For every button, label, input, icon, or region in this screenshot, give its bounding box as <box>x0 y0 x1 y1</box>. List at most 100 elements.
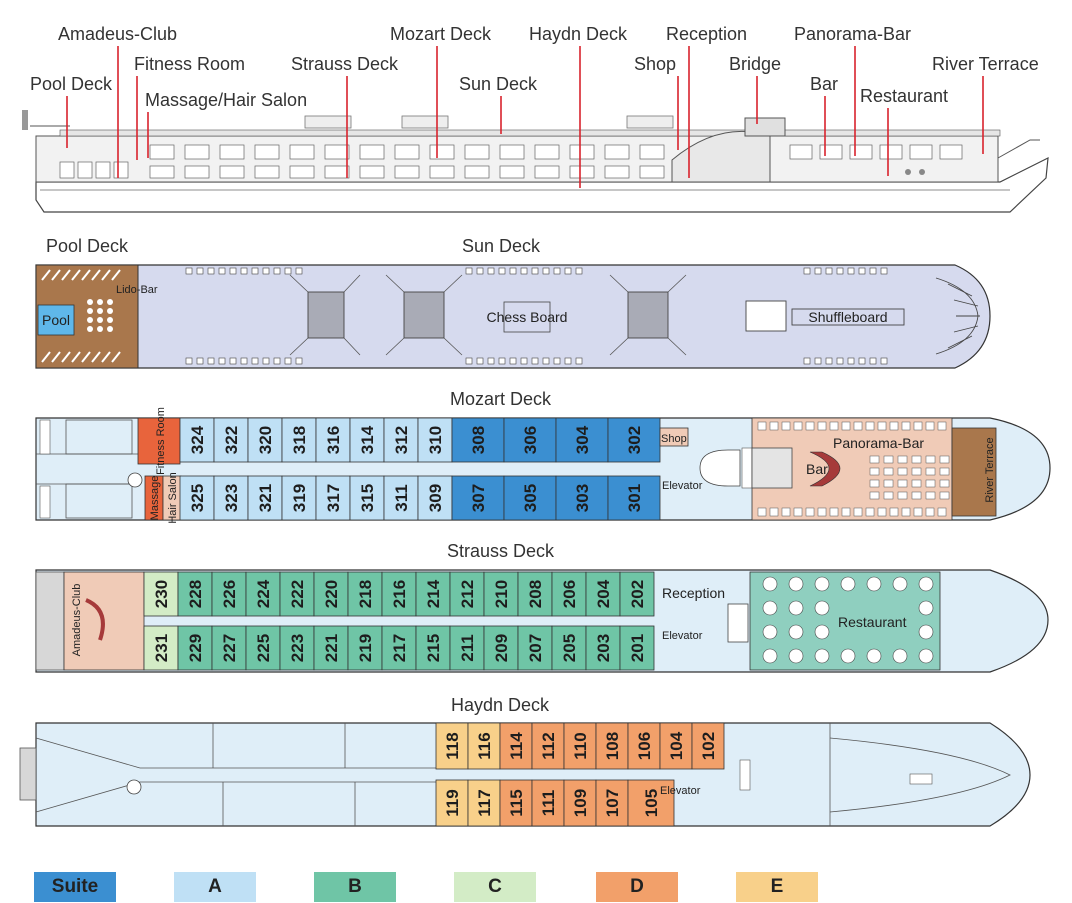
table <box>87 308 93 314</box>
cabin: 302 <box>607 417 661 463</box>
table <box>869 491 880 500</box>
cabin-number: 111 <box>539 790 558 817</box>
table <box>918 624 934 640</box>
cabin-rect <box>143 571 179 617</box>
table <box>805 421 815 431</box>
table <box>925 421 935 431</box>
lounger <box>61 269 71 281</box>
cabin-number: 230 <box>152 580 171 608</box>
cabin: 114 <box>499 722 533 770</box>
window <box>219 165 245 179</box>
cabin-number: 105 <box>642 789 661 817</box>
strauss-deck-title: Strauss Deck <box>447 541 555 561</box>
deck-chair <box>240 267 248 275</box>
deck-chair <box>476 267 484 275</box>
label-river-terrace: River Terrace <box>932 54 1039 74</box>
deck-chair <box>553 267 561 275</box>
deck-chair <box>251 357 259 365</box>
cabin-number: 206 <box>560 580 579 608</box>
cabin-number: 115 <box>507 789 526 816</box>
cabin-number: 307 <box>469 484 488 512</box>
table <box>781 507 791 517</box>
shop-label: Shop <box>661 433 687 445</box>
cabin: 315 <box>349 475 385 521</box>
table <box>107 308 113 314</box>
cabin: 316 <box>315 417 351 463</box>
cabin-number: 220 <box>322 580 341 608</box>
pool <box>37 304 75 336</box>
table <box>883 491 894 500</box>
cabin-rect <box>279 571 315 617</box>
window <box>639 144 665 160</box>
deck-chair <box>803 267 811 275</box>
table <box>829 507 839 517</box>
cabin-rect <box>585 571 621 617</box>
cabin: 322 <box>213 417 249 463</box>
cabin: 209 <box>483 625 519 671</box>
table <box>869 479 880 488</box>
legend-item-c: C <box>454 872 536 902</box>
cabin-number: 102 <box>699 732 718 760</box>
cabin-number: 219 <box>356 634 375 662</box>
table <box>883 455 894 464</box>
table <box>788 648 804 664</box>
cabin-number: 104 <box>667 731 686 760</box>
deck-chair <box>814 357 822 365</box>
cabin-rect <box>531 722 565 770</box>
table <box>788 624 804 640</box>
cabin: 310 <box>417 417 453 463</box>
window <box>359 165 385 179</box>
table <box>841 421 851 431</box>
cabin: 206 <box>551 571 587 617</box>
window <box>879 144 903 160</box>
cabin: 324 <box>179 417 215 463</box>
legend-label: E <box>770 876 784 897</box>
cabin-number: 304 <box>573 425 592 454</box>
deck-chair <box>185 357 193 365</box>
cabin-number: 320 <box>256 426 275 454</box>
deck-chair <box>229 267 237 275</box>
table <box>853 507 863 517</box>
window <box>394 165 420 179</box>
cabin: 320 <box>247 417 283 463</box>
deck-chair <box>465 357 473 365</box>
window <box>59 161 75 179</box>
cabin-number: 322 <box>222 426 241 454</box>
lounger <box>41 351 51 363</box>
table <box>107 299 113 305</box>
shuffleboard-label: Shuffleboard <box>808 309 887 325</box>
cabin: 112 <box>531 722 565 770</box>
deck-chair <box>803 357 811 365</box>
deck-chair <box>229 357 237 365</box>
cabin-number: 303 <box>573 484 592 512</box>
table <box>769 507 779 517</box>
deck-chair <box>575 267 583 275</box>
deck-chair <box>273 357 281 365</box>
cabin-rect <box>595 779 629 827</box>
table <box>87 317 93 323</box>
cabin: 208 <box>517 571 553 617</box>
window <box>149 165 175 179</box>
deck-chair <box>295 357 303 365</box>
cabin-number: 325 <box>188 484 207 512</box>
cabin: 107 <box>595 779 629 827</box>
deck-chair <box>880 267 888 275</box>
cabin-number: 221 <box>322 634 341 662</box>
cabin-number: 119 <box>443 789 462 816</box>
table <box>865 507 875 517</box>
cabin-number: 108 <box>603 732 622 760</box>
cabin-rect <box>551 571 587 617</box>
deck-chair <box>465 267 473 275</box>
cabin: 109 <box>563 779 597 827</box>
pool-deck-title: Pool Deck <box>46 236 129 256</box>
label-pool-deck: Pool Deck <box>30 74 113 94</box>
cabin-rect <box>213 475 249 521</box>
lounger <box>101 269 111 281</box>
table <box>814 576 830 592</box>
table <box>897 479 908 488</box>
deck-chair <box>487 267 495 275</box>
lounger <box>51 351 61 363</box>
cabin: 215 <box>415 625 451 671</box>
legend-label: Suite <box>51 876 99 897</box>
